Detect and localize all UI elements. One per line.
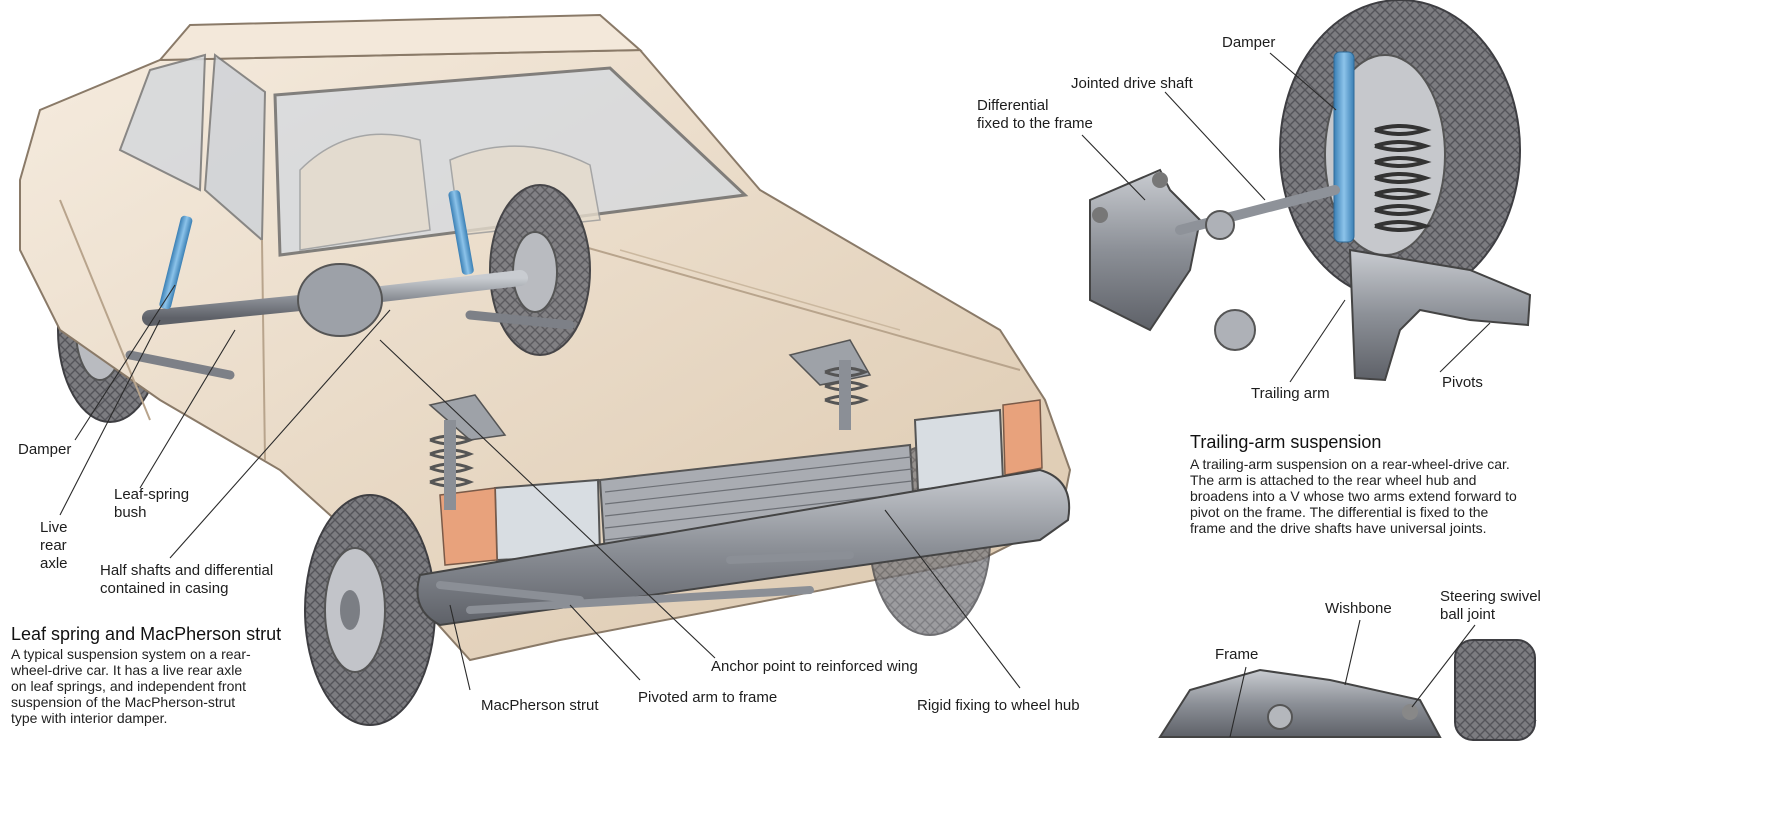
trailing-arm-description: A trailing-arm suspension on a rear-whee… xyxy=(1190,456,1517,536)
label-anchor-point: Anchor point to reinforced wing xyxy=(711,658,918,675)
trailing-arm-spring xyxy=(1374,124,1432,232)
label-differential: Differential fixed to the frame xyxy=(977,97,1093,132)
label-ta-damper: Damper xyxy=(1222,34,1276,51)
trailing-arm-v xyxy=(1348,248,1532,382)
label-pivots: Pivots xyxy=(1442,374,1483,391)
trailing-arm-title: Trailing-arm suspension xyxy=(1190,432,1382,452)
rear-damper-right xyxy=(448,190,474,275)
macpherson-strut-left xyxy=(428,394,507,510)
leader-lines xyxy=(59,52,1491,738)
leaf-spring-title: Leaf spring and MacPherson strut xyxy=(11,624,282,644)
label-jointed-drive-shaft: Jointed drive shaft xyxy=(1071,75,1193,92)
trailing-arm-illustration xyxy=(1089,0,1532,382)
label-half-shafts: Half shafts and differential contained i… xyxy=(100,562,274,597)
car-illustration xyxy=(19,13,1072,726)
label-live-rear-axle: Live rear axle xyxy=(40,519,68,572)
label-macpherson-strut: MacPherson strut xyxy=(481,697,599,714)
label-rigid-fixing: Rigid fixing to wheel hub xyxy=(917,697,1080,714)
label-steering-swivel: Steering swivel ball joint xyxy=(1440,588,1541,623)
wishbone-illustration xyxy=(1158,639,1537,741)
rear-damper-left xyxy=(159,215,193,310)
front-bumper xyxy=(416,468,1071,627)
label-damper: Damper xyxy=(18,441,72,458)
label-leaf-spring-bush: Leaf-spring bush xyxy=(114,486,190,521)
label-trailing-arm: Trailing arm xyxy=(1251,385,1330,402)
label-wishbone: Wishbone xyxy=(1325,600,1392,617)
label-frame: Frame xyxy=(1215,646,1259,663)
leaf-spring-description: A typical suspension system on a rear- w… xyxy=(11,646,251,726)
trailing-arm-damper xyxy=(1333,51,1355,243)
macpherson-strut-right xyxy=(788,339,872,430)
label-pivoted-arm: Pivoted arm to frame xyxy=(638,689,778,706)
differential-casing xyxy=(297,263,383,337)
